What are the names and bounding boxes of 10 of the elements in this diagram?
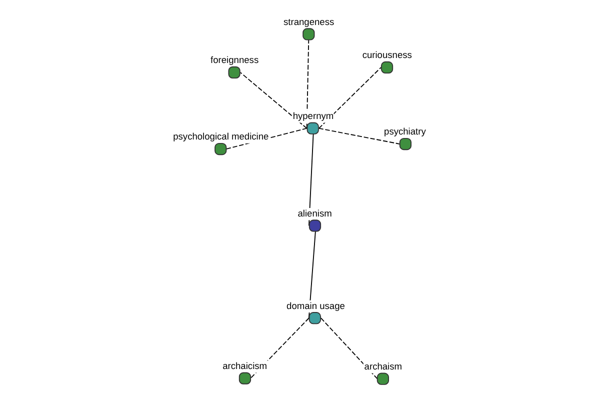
connector [240,72,308,129]
node-label: strangeness [284,16,334,27]
connector [250,318,310,379]
connector [318,128,400,144]
node-label: curiousness [362,50,412,60]
node-label: foreignness [210,55,259,66]
connector [306,39,310,129]
connector [318,67,382,129]
node-label: psychiatry [384,126,426,137]
connector [320,318,378,380]
